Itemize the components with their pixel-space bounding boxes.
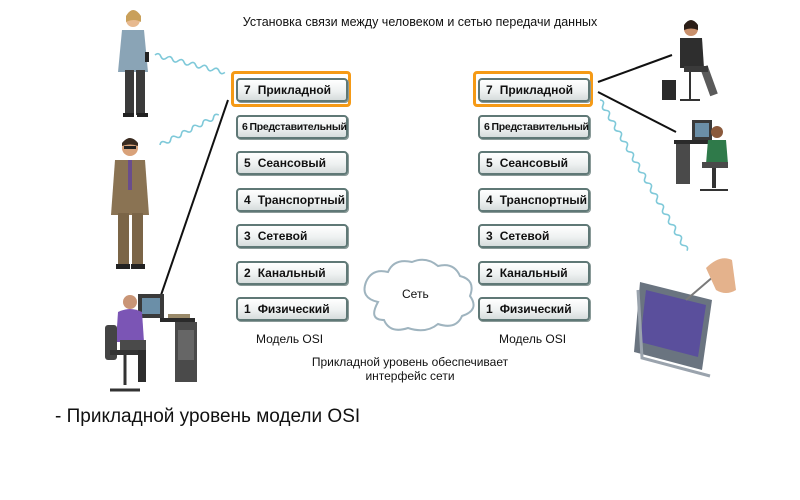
slide-bullet-text: - Прикладной уровень модели OSI xyxy=(55,406,361,427)
sitting-woman-figure xyxy=(662,20,718,101)
pda-device-figure xyxy=(634,258,736,378)
caption-line-2: интерфейс сети xyxy=(365,369,455,383)
cable-link-sitting-woman xyxy=(597,54,673,83)
network-cloud-icon xyxy=(363,258,475,332)
diagram-title: Установка связи между человеком и сетью … xyxy=(242,15,598,29)
man-phone-figure xyxy=(111,138,149,269)
osi-model-label-right: Модель OSI xyxy=(499,332,567,346)
pc-user-left-figure xyxy=(105,294,197,392)
osi-model-label-left: Модель OSI xyxy=(256,332,324,346)
pc-user-right-figure xyxy=(674,120,728,191)
network-cloud-label: Сеть xyxy=(402,287,429,301)
woman-phone-figure xyxy=(118,10,149,117)
cable-link-pc-left xyxy=(159,99,229,299)
wireless-link-pda xyxy=(599,99,689,252)
diagram-caption: Прикладной уровень обеспечивает интерфей… xyxy=(290,355,530,383)
wireless-link-man xyxy=(159,113,220,146)
caption-line-1: Прикладной уровень обеспечивает xyxy=(311,355,509,369)
highlight-frame-right xyxy=(473,71,593,107)
wireless-link-woman xyxy=(154,52,226,75)
cable-link-pc-right xyxy=(597,91,677,133)
highlight-frame-left xyxy=(231,71,351,107)
